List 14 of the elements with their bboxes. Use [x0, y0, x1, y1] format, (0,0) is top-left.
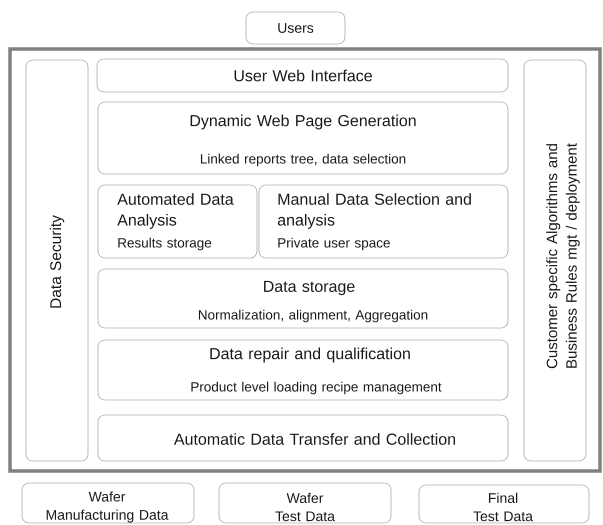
- source-box: Final Test Data: [418, 484, 590, 524]
- frame-box: [8, 47, 602, 473]
- layer-box: Automatic Data Transfer and Collection: [98, 414, 508, 462]
- layer-box: Manual Data Selection and analysis Private user space: [258, 184, 508, 258]
- layer-box: Data storage Normalization, alignment, Aggregation: [98, 268, 508, 328]
- source-box: Wafer Manufacturing Data: [22, 482, 194, 524]
- source-box: Wafer Test Data: [218, 482, 392, 524]
- layer-box: Automated Data Analysis Results storage: [98, 184, 258, 258]
- actor-box: Users: [246, 12, 346, 44]
- layer-box: Customer specific Algorithms and Business Rules mgt / deployment: [524, 60, 586, 462]
- layer-box: Data Security: [26, 60, 88, 462]
- layer-box: Data repair and qualification Product level loading recipe management: [98, 340, 508, 400]
- layer-box: User Web Interface: [96, 58, 508, 92]
- layer-box: Dynamic Web Page Generation Linked reports tree, data selection: [98, 102, 508, 174]
